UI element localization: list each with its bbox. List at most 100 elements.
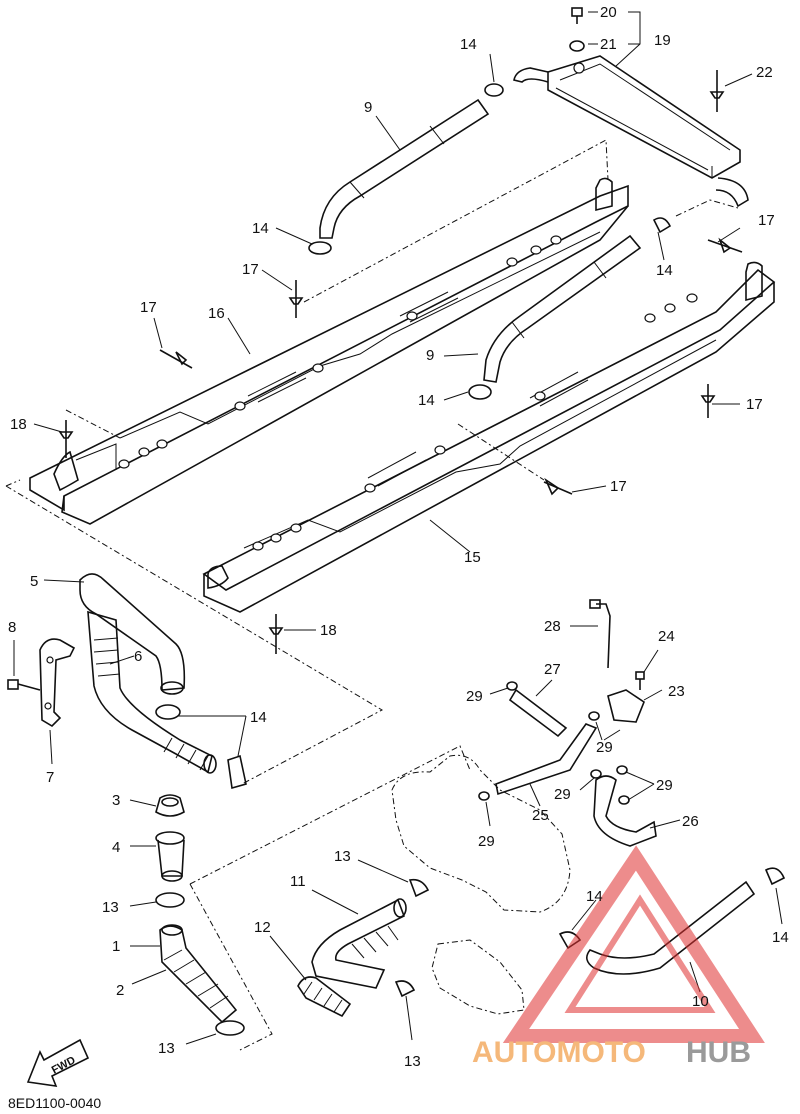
callout-13: 13 <box>158 1040 175 1057</box>
callout-4: 4 <box>112 839 120 856</box>
clamp-14-top <box>484 83 504 97</box>
callout-17: 17 <box>610 478 627 495</box>
callout-16: 16 <box>208 305 225 322</box>
fwd-arrow <box>26 1038 90 1087</box>
rivet-18 <box>268 614 284 654</box>
callout-18: 18 <box>10 416 27 433</box>
callout-14: 14 <box>772 929 789 946</box>
callout-6: 6 <box>134 648 142 665</box>
rivet-17 <box>543 477 573 496</box>
watermark-logo <box>502 845 765 1043</box>
callout-9: 9 <box>426 347 434 364</box>
clip-29 <box>618 795 630 805</box>
hose-26 <box>593 775 657 847</box>
rail-15 <box>202 261 776 613</box>
engine-outline <box>391 754 571 913</box>
callout-10: 10 <box>692 993 709 1010</box>
hose-6-bellows <box>87 610 217 774</box>
callout-26: 26 <box>682 813 699 830</box>
callout-8: 8 <box>8 619 16 636</box>
clamp-14 <box>764 867 786 886</box>
callout-17: 17 <box>140 299 157 316</box>
fwd-label: FWD <box>50 1054 78 1076</box>
clamp-13 <box>408 878 430 898</box>
callout-11: 11 <box>290 873 306 890</box>
rivet-17 <box>707 237 743 254</box>
hose-12-bellows <box>297 976 352 1018</box>
bracket-7 <box>39 638 76 728</box>
filler-cap-3 <box>155 794 185 817</box>
clamp-14 <box>227 754 247 790</box>
callout-28: 28 <box>544 618 561 635</box>
clip-29 <box>506 681 518 691</box>
callout-15: 15 <box>464 549 481 566</box>
callout-29: 29 <box>466 688 483 705</box>
callout-14: 14 <box>586 888 603 905</box>
clip-29 <box>588 711 600 721</box>
rod-28 <box>589 599 611 669</box>
watermark-text-hub: HUB <box>686 1036 751 1069</box>
rail-16 <box>29 177 629 525</box>
callout-24: 24 <box>658 628 675 645</box>
callout-29: 29 <box>478 833 495 850</box>
callout-14: 14 <box>252 220 269 237</box>
joint-23 <box>607 689 645 723</box>
clamp-13 <box>394 980 416 998</box>
hose-1-2 <box>159 924 238 1024</box>
watermark-text-automoto: AUTOMOTO <box>472 1036 646 1069</box>
clip-29 <box>590 769 602 779</box>
callout-17: 17 <box>242 261 259 278</box>
callout-12: 12 <box>254 919 271 936</box>
hose-9-upper <box>319 98 490 239</box>
callout-9: 9 <box>364 99 372 116</box>
callout-13: 13 <box>334 848 351 865</box>
hose-10 <box>586 880 756 975</box>
bolt-20 <box>571 7 583 24</box>
callout-23: 23 <box>668 683 685 700</box>
callout-22: 22 <box>756 64 773 81</box>
clamp-14-mid <box>468 384 492 400</box>
washer-21 <box>569 40 585 52</box>
callout-3: 3 <box>112 792 120 809</box>
rivet-22 <box>709 70 725 112</box>
rivet-17 <box>700 384 716 418</box>
heat-exchanger <box>513 55 749 208</box>
hose-5 <box>79 573 186 695</box>
callout-14: 14 <box>460 36 477 53</box>
callout-14: 14 <box>418 392 435 409</box>
callout-19: 19 <box>654 32 671 49</box>
rivet-17 <box>288 280 304 318</box>
clamp-14-right <box>652 217 672 234</box>
hose-27 <box>508 688 568 738</box>
callout-20: 20 <box>600 4 617 21</box>
pump-outline <box>431 939 525 1015</box>
callout-2: 2 <box>116 982 124 999</box>
clip-29 <box>616 765 628 775</box>
hose-9-lower <box>483 234 642 383</box>
callout-5: 5 <box>30 573 38 590</box>
callout-17: 17 <box>746 396 763 413</box>
clamp-14 <box>155 704 181 720</box>
callout-25: 25 <box>532 807 549 824</box>
callout-29: 29 <box>656 777 673 794</box>
callout-1: 1 <box>112 938 120 955</box>
clamp-13 <box>155 892 185 908</box>
clamp-14-left <box>308 241 332 255</box>
callout-13: 13 <box>102 899 119 916</box>
callout-29: 29 <box>554 786 571 803</box>
callout-17: 17 <box>758 212 775 229</box>
rivet-17 <box>159 349 193 369</box>
callout-14: 14 <box>656 262 673 279</box>
diagram-code: 8ED1100-0040 <box>8 1095 101 1111</box>
callout-29: 29 <box>596 739 613 756</box>
pipe-25 <box>495 723 598 796</box>
callout-18: 18 <box>320 622 337 639</box>
callout-7: 7 <box>46 769 54 786</box>
callout-13: 13 <box>404 1053 421 1070</box>
bolt-8 <box>7 679 41 691</box>
callout-14: 14 <box>250 709 267 726</box>
rivet-18 <box>58 420 74 458</box>
clamp-13 <box>215 1020 245 1036</box>
filler-neck-4 <box>155 831 185 882</box>
